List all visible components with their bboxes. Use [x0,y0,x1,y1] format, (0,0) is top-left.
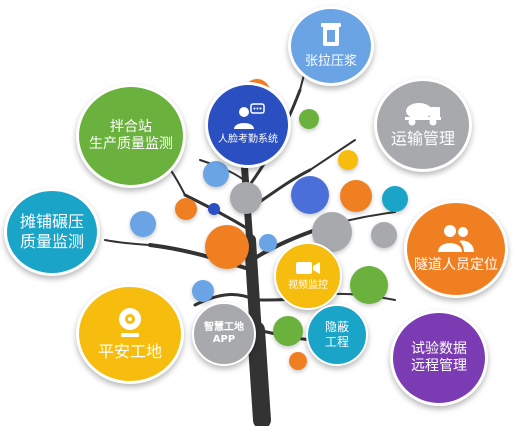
node-tension-grouting-label: 张拉压浆 [304,53,357,69]
node-transport-management-label: 运输管理 [390,129,455,148]
decor-dot [340,180,372,212]
node-video-monitoring-label: 视频监控 [288,280,328,292]
decor-dot [273,316,303,346]
node-paving-compaction[interactable]: 摊铺碾压 质量监测 [4,188,100,276]
node-face-attendance-label: 人脸考勤系统 [218,134,278,146]
decor-dot [289,352,307,370]
camera-icon [115,306,145,338]
node-face-attendance[interactable]: 人脸考勤系统 [205,82,291,168]
decor-dot [130,211,156,237]
node-test-data-remote-management[interactable]: 试验数据 远程管理 [390,310,488,406]
node-mixing-station[interactable]: 拌合站 生产质量监测 [76,84,186,188]
node-tension-grouting[interactable]: 张拉压浆 [288,6,374,86]
mixer-truck-icon [403,101,443,127]
node-safe-worksite-label: 平安工地 [97,342,162,361]
decor-dot [259,234,277,252]
node-video-monitoring[interactable]: 视频监控 [274,242,342,310]
node-mixing-station-label: 拌合站 生产质量监测 [89,118,173,153]
decor-dot [371,222,397,248]
decor-dot [299,109,319,129]
video-camera-icon [295,259,321,277]
decor-dot [291,176,329,214]
node-test-data-remote-management-label: 试验数据 远程管理 [411,340,467,375]
node-tunnel-personnel-location[interactable]: 隧道人员定位 [404,200,508,298]
node-concealed-works[interactable]: 隐蔽 工程 [306,304,368,366]
decor-dot [208,203,220,215]
cylinder-icon [320,22,342,48]
people-icon [437,223,475,253]
node-smart-worksite-app[interactable]: 智慧工地 APP [192,302,256,366]
decor-dot [382,186,408,212]
node-smart-worksite-app-label: 智慧工地 APP [204,321,244,346]
node-safe-worksite[interactable]: 平安工地 [76,284,184,384]
person-chat-icon [231,103,265,131]
node-transport-management[interactable]: 运输管理 [374,78,472,172]
decor-dot [203,161,229,187]
node-tunnel-personnel-location-label: 隧道人员定位 [414,257,498,274]
decor-dot [230,182,262,214]
node-paving-compaction-label: 摊铺碾压 质量监测 [19,212,84,251]
decor-dot [338,150,358,170]
decor-dot [205,225,249,269]
node-concealed-works-label: 隐蔽 工程 [324,320,349,349]
decor-dot [350,266,388,304]
decor-dot [192,280,214,302]
decor-dot [175,198,197,220]
